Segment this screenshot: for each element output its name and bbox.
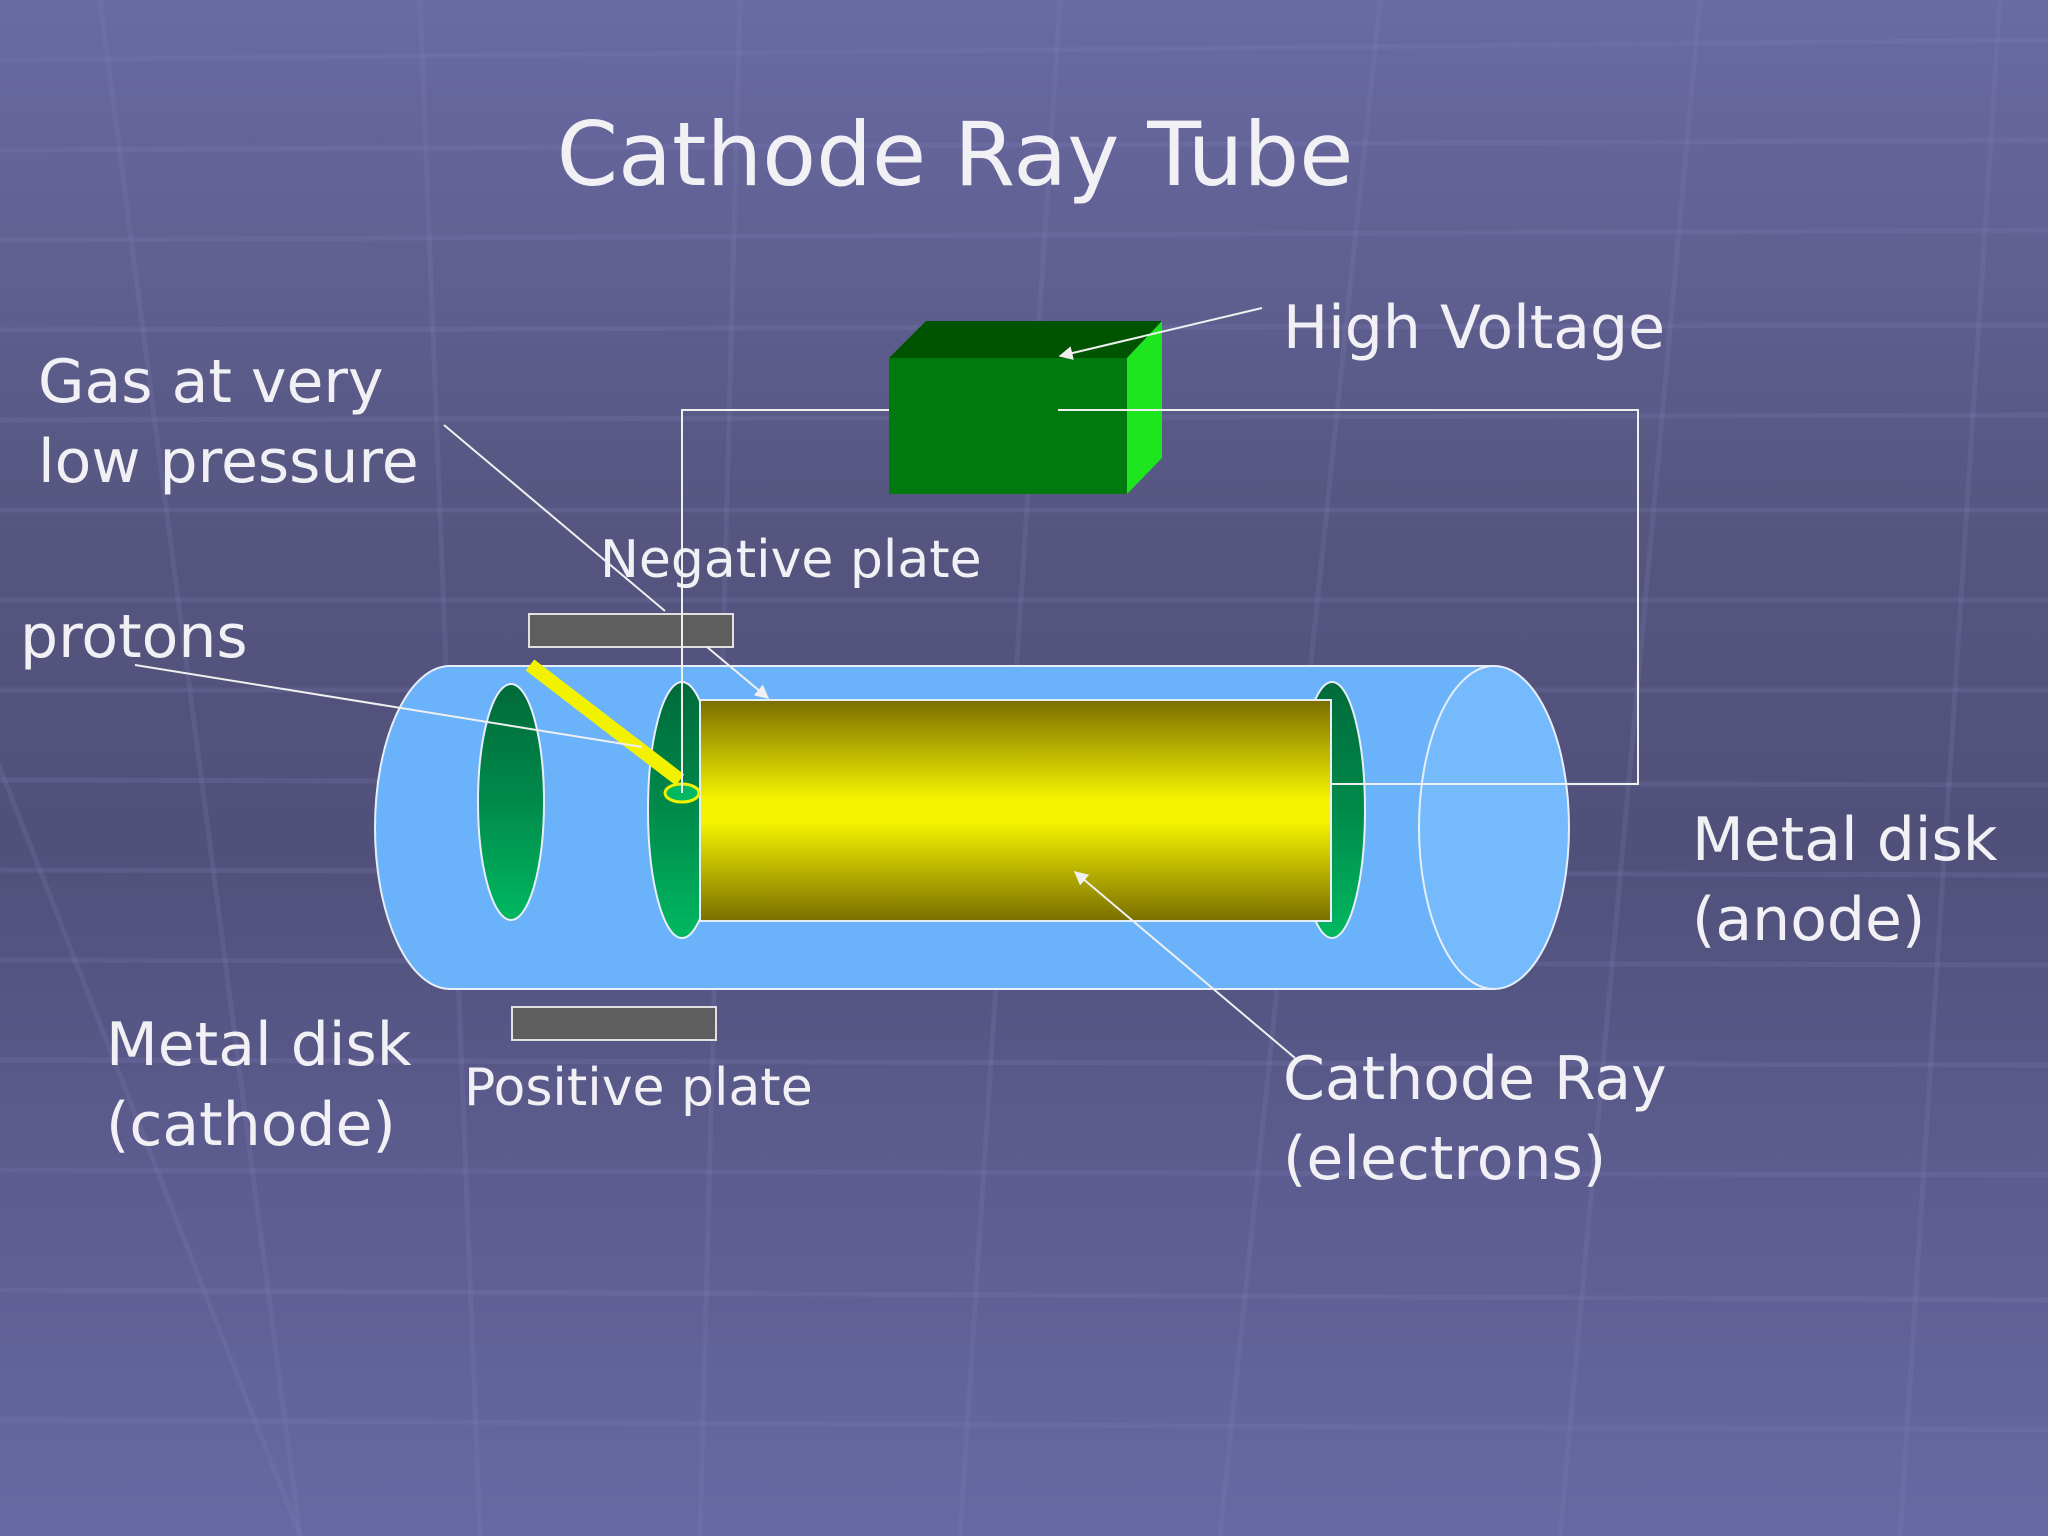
power-supply-top bbox=[889, 321, 1162, 358]
leader-negative-plate bbox=[706, 646, 770, 699]
label-cathode-ray: Cathode Ray (electrons) bbox=[1283, 1039, 1667, 1199]
circuit-wire-left bbox=[681, 409, 889, 793]
positive-plate bbox=[511, 1006, 717, 1041]
power-supply-front bbox=[889, 358, 1127, 494]
leader-gas bbox=[443, 424, 666, 612]
label-anode-line2: (anode) bbox=[1692, 885, 1926, 955]
protons-beam bbox=[525, 659, 685, 786]
label-cathode-ray-line2: (electrons) bbox=[1283, 1124, 1607, 1194]
label-gas: Gas at very low pressure bbox=[38, 342, 419, 502]
circuit-wire-right bbox=[1058, 409, 1639, 785]
label-anode-line1: Metal disk bbox=[1692, 805, 1998, 875]
label-protons: protons bbox=[20, 602, 248, 672]
negative-plate bbox=[528, 613, 734, 648]
label-cathode: Metal disk (cathode) bbox=[106, 1005, 411, 1165]
label-cathode-line2: (cathode) bbox=[106, 1090, 396, 1160]
cathode-ray-beam bbox=[699, 699, 1332, 922]
label-gas-line2: low pressure bbox=[38, 427, 419, 497]
label-negative-plate: Negative plate bbox=[600, 530, 982, 590]
label-positive-plate: Positive plate bbox=[464, 1058, 813, 1118]
label-high-voltage: High Voltage bbox=[1283, 293, 1666, 363]
leader-protons bbox=[134, 664, 643, 748]
label-anode: Metal disk (anode) bbox=[1692, 800, 1997, 960]
cathode-disk bbox=[477, 683, 545, 921]
tube-end-cap bbox=[1418, 665, 1570, 990]
slide-title: Cathode Ray Tube bbox=[556, 103, 1354, 206]
label-cathode-ray-line1: Cathode Ray bbox=[1283, 1044, 1667, 1114]
power-supply-side bbox=[1127, 321, 1162, 494]
label-gas-line1: Gas at very bbox=[38, 347, 384, 417]
leader-high-voltage bbox=[1058, 307, 1263, 360]
label-cathode-line1: Metal disk bbox=[106, 1010, 412, 1080]
leader-cathode-ray bbox=[1073, 871, 1296, 1059]
